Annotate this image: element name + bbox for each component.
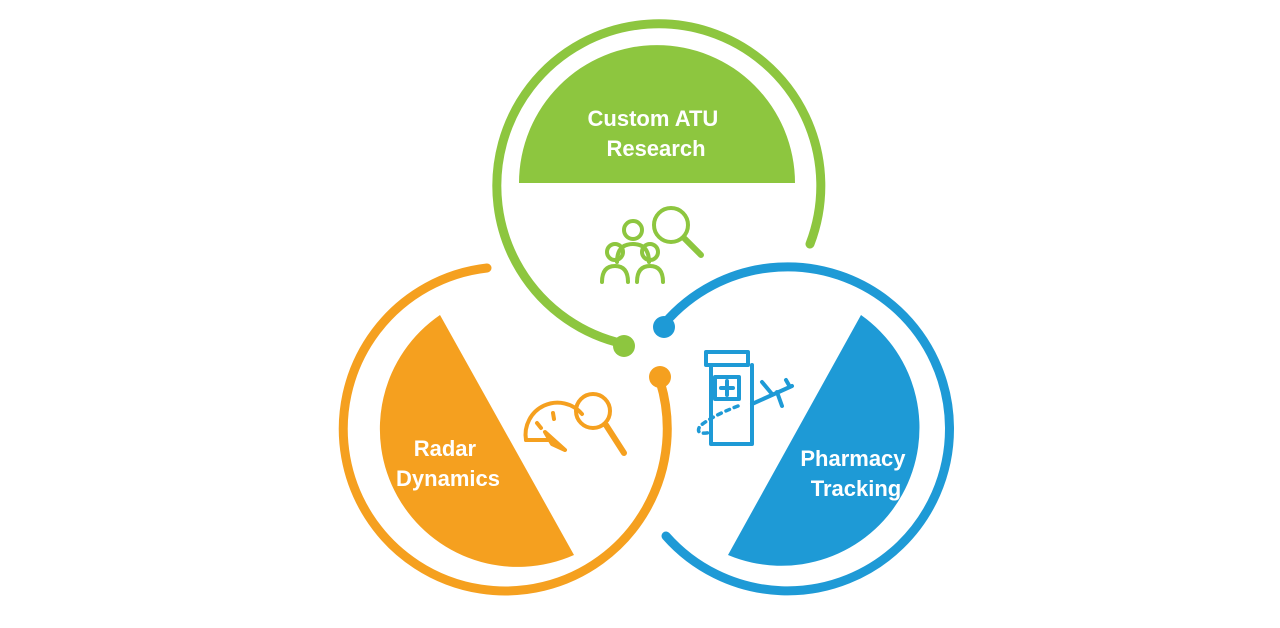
orange-ring-end-dot — [649, 366, 671, 388]
orange-ring-arc — [338, 263, 672, 596]
gauge-magnifier-icon — [523, 392, 627, 456]
segment-label-line-2: Research — [606, 136, 705, 161]
blue-ring-end-dot — [653, 316, 675, 338]
green-ring-arc — [492, 19, 826, 349]
segment-label-line-1: Pharmacy — [800, 446, 906, 471]
blue-half-disc — [728, 315, 920, 566]
pharmacy-plane-icon — [696, 350, 794, 446]
segment-radar-dynamics: Radar Dynamics — [338, 263, 672, 596]
people-magnifier-icon — [600, 206, 704, 284]
segment-custom-atu-research: Custom ATU Research — [492, 19, 826, 357]
segment-pharmacy-tracking: Pharmacy Tracking — [653, 262, 954, 596]
blue-ring-arc — [659, 262, 954, 596]
segment-label-line-1: Custom ATU — [588, 106, 719, 131]
svg-text:Pharmacy Tracking: Pharmacy Tracking — [800, 446, 911, 501]
green-ring-end-dot — [613, 335, 635, 357]
svg-text:Custom ATU Research: Custom ATU Research — [588, 106, 725, 161]
segment-label-line-2: Dynamics — [396, 466, 500, 491]
orange-half-disc — [379, 315, 574, 567]
segment-label-line-2: Tracking — [811, 476, 901, 501]
green-half-disc — [519, 45, 795, 184]
segment-label-line-1: Radar — [414, 436, 477, 461]
svg-text:Radar Dynamics: Radar Dynamics — [396, 436, 500, 491]
